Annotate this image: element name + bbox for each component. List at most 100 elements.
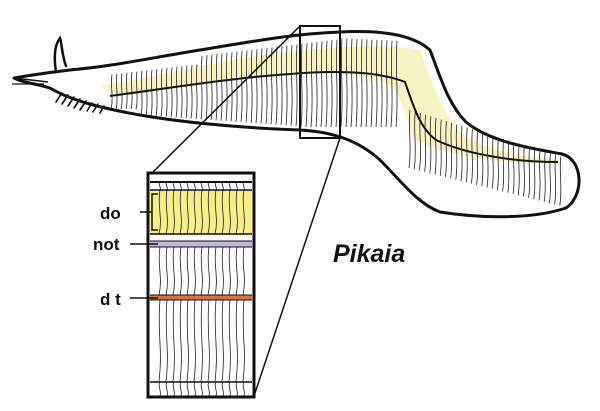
myomere-line bbox=[230, 52, 233, 122]
inset-myomere-line bbox=[193, 299, 196, 383]
inset-myomere-line bbox=[228, 299, 231, 383]
myomere-line bbox=[429, 116, 432, 174]
inset-myomere-line bbox=[228, 246, 231, 296]
myomere-line bbox=[450, 122, 453, 179]
myomere-line bbox=[476, 130, 479, 185]
inset-myomere-line bbox=[235, 299, 238, 383]
myomere-line bbox=[125, 72, 128, 110]
myomere-line bbox=[434, 117, 437, 175]
inset-myomere-line bbox=[200, 189, 203, 235]
myomere-line bbox=[115, 73, 118, 110]
myomere-line bbox=[345, 38, 348, 128]
zoom-line-bottom bbox=[253, 137, 341, 397]
myomere-line bbox=[225, 52, 228, 122]
inset-myomere-line bbox=[235, 246, 238, 296]
myomere-line bbox=[528, 146, 531, 198]
myomere-line bbox=[491, 135, 494, 189]
inset-myomere-line bbox=[179, 299, 182, 383]
myomere-line bbox=[150, 69, 153, 116]
myomere-line bbox=[523, 145, 525, 197]
myomere-line bbox=[290, 44, 293, 126]
inset-myomere-line bbox=[242, 246, 245, 296]
inset-notochord bbox=[150, 241, 252, 247]
myomere-line bbox=[350, 38, 353, 128]
myomere-line bbox=[460, 125, 463, 182]
myomere-line bbox=[195, 64, 198, 120]
inset-dorsal-tube bbox=[150, 295, 252, 300]
myomere-line bbox=[205, 55, 208, 120]
myomere-line bbox=[145, 70, 148, 116]
inset-myomere-line bbox=[207, 299, 210, 383]
inset-myomere-line bbox=[221, 299, 224, 383]
myomere-line bbox=[355, 38, 358, 128]
inset-myomere-line bbox=[193, 189, 196, 235]
myomere-line bbox=[135, 71, 138, 110]
myomere-line bbox=[517, 143, 520, 196]
myomere-line bbox=[275, 46, 278, 125]
zoom-line-top bbox=[149, 25, 301, 176]
myomere-line bbox=[413, 111, 416, 170]
inset-myomere-line bbox=[207, 189, 210, 235]
inset-myomere-line bbox=[165, 299, 168, 383]
myomere-line bbox=[375, 39, 378, 128]
myomere-line bbox=[424, 114, 427, 172]
myomere-line bbox=[185, 65, 188, 119]
inset-myomere-line bbox=[158, 299, 161, 383]
myomere-line bbox=[370, 39, 373, 128]
myomere-line bbox=[439, 119, 442, 176]
figure-title: Pikaia bbox=[333, 240, 405, 268]
myomere-line bbox=[365, 39, 368, 128]
myomere-line bbox=[335, 39, 338, 128]
inset-myomere-line bbox=[242, 299, 245, 383]
myomere-line bbox=[255, 49, 258, 124]
myomere-lines bbox=[110, 38, 562, 206]
myomere-line bbox=[360, 39, 363, 128]
inset-myomere-line bbox=[179, 189, 182, 235]
myomere-line bbox=[380, 40, 383, 128]
myomere-line bbox=[512, 141, 515, 195]
myomere-line bbox=[235, 51, 238, 122]
label-do: do bbox=[100, 204, 121, 223]
myomere-line bbox=[295, 44, 298, 127]
myomere-line bbox=[270, 47, 273, 125]
myomere-line bbox=[110, 74, 113, 110]
myomere-line bbox=[175, 66, 178, 118]
myomere-line bbox=[395, 40, 398, 128]
myomere-line bbox=[200, 55, 203, 120]
myomere-line bbox=[215, 53, 218, 121]
magnified-inset bbox=[146, 171, 256, 399]
myomere-line bbox=[330, 40, 333, 128]
inset-myomere-line bbox=[186, 299, 189, 383]
inset-myomere-line bbox=[179, 246, 182, 296]
tentacle-outline bbox=[53, 35, 68, 74]
inset-myomere-line bbox=[158, 189, 161, 235]
inset-myomere-line bbox=[158, 246, 161, 296]
inset-myomere-line bbox=[221, 189, 224, 235]
section-frame bbox=[299, 25, 341, 139]
myomere-line bbox=[300, 43, 303, 128]
inset-myomere-line bbox=[214, 246, 217, 296]
myomere-line bbox=[502, 138, 505, 192]
myomere-line bbox=[120, 73, 123, 110]
myomere-line bbox=[455, 124, 458, 180]
inset-myomere-line bbox=[186, 189, 189, 235]
myomere-line bbox=[543, 151, 546, 202]
myomere-line bbox=[471, 129, 473, 184]
myomere-line bbox=[160, 68, 163, 117]
myomere-line bbox=[419, 113, 421, 171]
inset-myomere-line bbox=[172, 299, 175, 383]
myomere-line bbox=[155, 69, 158, 117]
myomere-line bbox=[165, 67, 168, 117]
inset-myomere-line bbox=[172, 246, 175, 296]
myomere-line bbox=[130, 72, 133, 110]
label-not: not bbox=[93, 235, 120, 254]
inset-myomere-line bbox=[193, 246, 196, 296]
myomere-line bbox=[533, 148, 536, 200]
inset-myomere-line bbox=[186, 246, 189, 296]
label-dt: d t bbox=[100, 290, 121, 309]
inset-myomere-line bbox=[200, 246, 203, 296]
inset-myomere-line bbox=[172, 189, 175, 235]
myomere-line bbox=[250, 49, 253, 123]
inset-myomere-line bbox=[214, 299, 217, 383]
